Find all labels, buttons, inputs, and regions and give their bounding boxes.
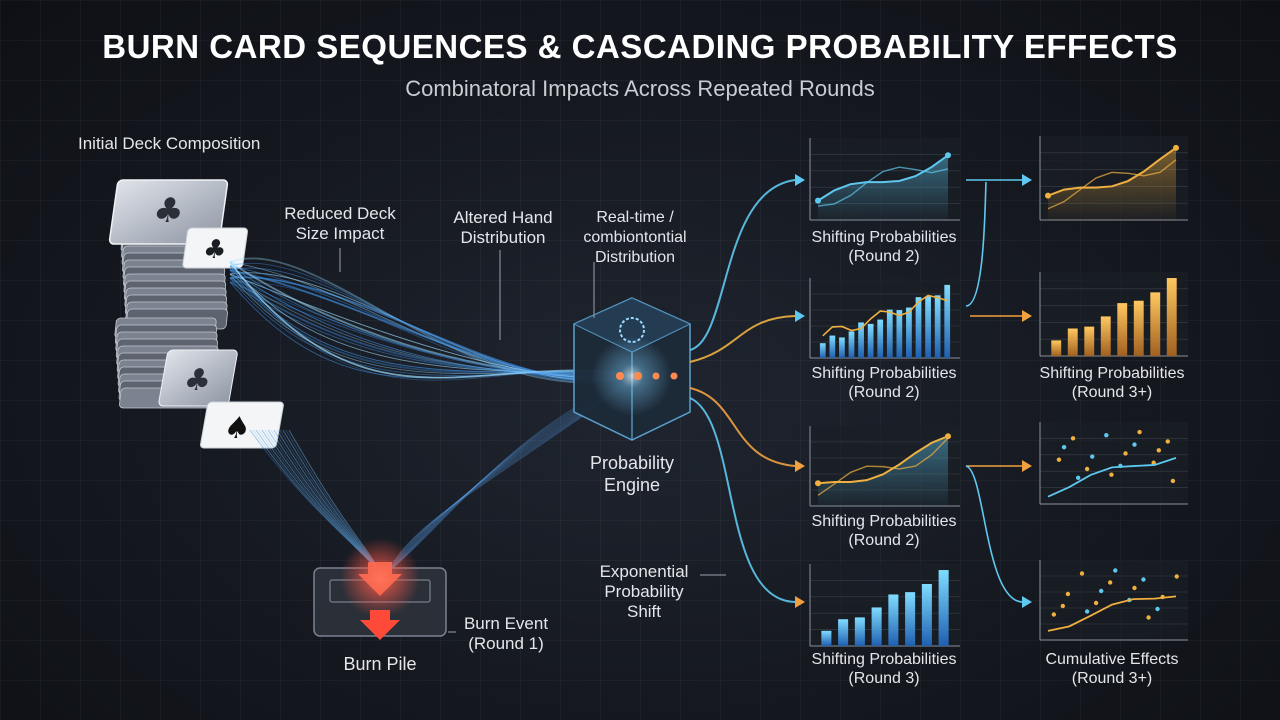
realtime-distribution-label: Real-time / combiontontial Distribution xyxy=(583,209,687,266)
chart-panel-c1-bar-4 xyxy=(809,564,960,647)
panel-caption-c2-2: Shifting Probabilities (Round 3+) xyxy=(1039,365,1185,401)
panel-caption-c1-1: Shifting Probabilities (Round 2) xyxy=(811,229,957,265)
burn-pile-label: Burn Pile xyxy=(343,654,417,674)
probability-flow-streams xyxy=(229,257,641,576)
chart-panel-c2-scatter-4 xyxy=(1039,560,1188,641)
panel-caption-c1-3: Shifting Probabilities (Round 2) xyxy=(811,513,957,549)
reduced-deck-label: Reduced Deck Size Impact xyxy=(284,204,396,243)
svg-text:♣: ♣ xyxy=(151,191,187,231)
chart-panel-c2-scatter-3 xyxy=(1039,422,1188,505)
svg-text:♣: ♣ xyxy=(201,235,229,265)
chart-panel-c1-line-3 xyxy=(809,426,960,507)
page-title: BURN CARD SEQUENCES & CASCADING PROBABIL… xyxy=(102,28,1178,65)
branch-connectors xyxy=(689,174,1032,608)
altered-hand-label: Altered Hand Distribution xyxy=(453,208,553,247)
probability-engine-cube xyxy=(573,297,691,441)
chart-panel-c1-bar-2 xyxy=(809,278,960,359)
chart-panel-c1-line-1 xyxy=(809,138,960,221)
svg-text:♣: ♣ xyxy=(181,363,214,398)
chart-panel-c2-line-1 xyxy=(1039,136,1188,221)
probability-engine-label: Probability Engine xyxy=(589,453,675,495)
label-leader-lines xyxy=(339,248,726,633)
burn-event-label: Burn Event (Round 1) xyxy=(463,614,549,653)
panel-caption-c1-2: Shifting Probabilities (Round 2) xyxy=(811,365,957,401)
panel-caption-c1-4: Shifting Probabilities (Round 3) xyxy=(811,651,957,687)
exponential-shift-label: Exponential Probability Shift xyxy=(599,562,689,621)
page-subtitle: Combinatoral Impacts Across Repeated Rou… xyxy=(405,76,875,101)
initial-deck-label: Initial Deck Composition xyxy=(78,134,261,153)
burn-arrow-icon xyxy=(358,562,402,640)
panel-caption-c2-4: Cumulative Effects (Round 3+) xyxy=(1045,651,1179,687)
svg-text:♠: ♠ xyxy=(221,411,254,446)
chart-panel-c2-bar-2 xyxy=(1039,272,1188,357)
engine-output-dots xyxy=(616,372,678,380)
deck-stack-top: ♣ ♣ xyxy=(108,179,248,330)
deck-stack-bottom: ♣ ♠ xyxy=(114,317,284,449)
